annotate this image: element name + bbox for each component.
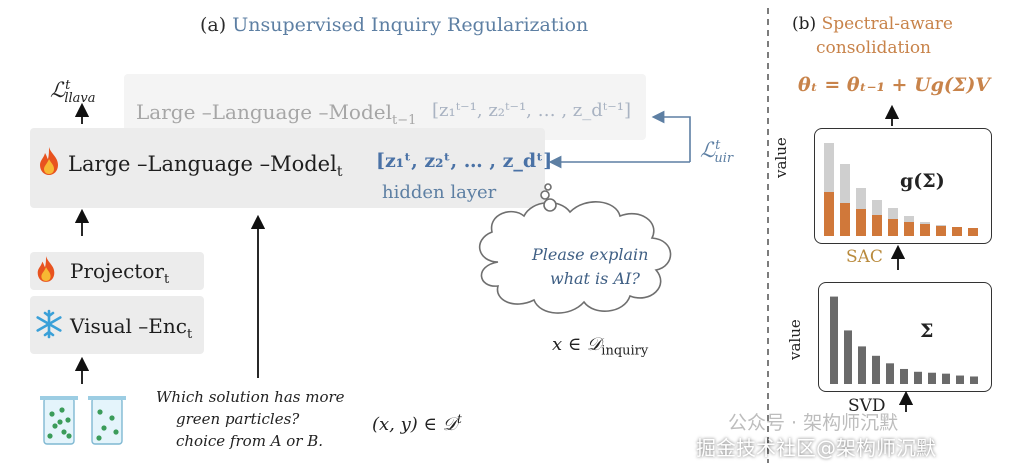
question-line1: Which solution has more	[156, 388, 345, 406]
task-dataset-label: (x, y) ∈ 𝒟t	[372, 412, 462, 435]
fire-icon	[37, 256, 55, 282]
beaker-b-icon	[88, 396, 126, 445]
visual-encoder-label: Visual –Enct	[70, 314, 193, 342]
sigma-bar	[872, 355, 880, 384]
llm-prev-vector: [z₁ᵗ⁻¹, z₂ᵗ⁻¹, … , z_dᵗ⁻¹]	[432, 100, 631, 121]
svd-label: SVD	[848, 396, 886, 416]
snowflake-icon	[36, 309, 62, 339]
watermark-line2: 掘金技术社区@架构师沉默	[696, 436, 936, 460]
llm-current-box	[30, 128, 545, 208]
watermark-line1: 公众号 · 架构师沉默	[728, 412, 899, 434]
g-sigma-bar-orange	[904, 222, 914, 236]
hidden-layer-label: hidden layer	[382, 182, 497, 203]
g-sigma-bar-gray	[824, 143, 834, 236]
sigma-bar	[900, 368, 908, 384]
arrow-uir-to-prev	[651, 110, 691, 162]
loss-llava: ℒtllava	[50, 78, 96, 107]
g-sigma-bar-gray	[840, 164, 850, 236]
sigma-bar	[830, 296, 838, 384]
panel-b-title: (b) Spectral-aware consolidation	[792, 14, 953, 58]
cloud-text-line2: what is AI?	[550, 269, 640, 288]
sigma-bar	[928, 372, 936, 384]
sigma-bar	[886, 363, 894, 384]
sigma-bar-chart	[830, 296, 978, 384]
g-sigma-bar-chart	[824, 143, 978, 236]
sigma-bar	[914, 371, 922, 384]
sigma-bar	[970, 376, 978, 384]
sigma-label: Σ	[920, 320, 934, 342]
g-sigma-bar-orange	[920, 224, 930, 236]
sigma-bar	[858, 346, 866, 384]
g-sigma-label: g(Σ)	[900, 170, 945, 192]
g-sigma-bar-orange	[824, 192, 834, 236]
projector-box	[30, 252, 204, 290]
llm-current-label: Large –Language –Modelt	[68, 152, 343, 181]
cloud-text-line1: Please explain	[532, 245, 649, 264]
question-line3: choice from A or B.	[176, 432, 324, 450]
g-sigma-bar-orange	[952, 227, 962, 236]
sac-label: SAC	[846, 247, 883, 267]
beaker-a-icon	[40, 396, 78, 445]
g-sigma-bar-orange	[968, 228, 978, 236]
question-line2: green particles?	[176, 410, 300, 428]
loss-uir: ℒtuir	[700, 138, 734, 167]
fire-icon	[40, 147, 58, 175]
llm-prev-label: Large –Language –Modelt−1	[136, 100, 417, 128]
g-sigma-bar-orange	[872, 215, 882, 236]
g-sigma-bar-orange	[888, 219, 898, 236]
panel-b-arrows	[884, 104, 914, 412]
panel-a-arrows	[40, 102, 691, 445]
sigma-bar	[942, 373, 950, 384]
panel-a-title: (a) Unsupervised Inquiry Regularization	[200, 14, 589, 36]
visual-encoder-box	[30, 296, 204, 354]
llm-current-vector: [z₁ᵗ, z₂ᵗ, … , z_dᵗ]	[376, 150, 553, 172]
thought-cloud	[478, 183, 672, 314]
sigma-bar	[844, 330, 852, 384]
panel-divider	[767, 8, 769, 463]
sigma-bar	[956, 375, 964, 384]
g-sigma-bar-orange	[840, 203, 850, 236]
g-sigma-bar-orange	[936, 226, 946, 236]
projector-label: Projectort	[70, 259, 170, 287]
update-formula: θₜ = θₜ₋₁ + Ug(Σ)V	[798, 74, 991, 96]
inquiry-dataset-label: x ∈ 𝒟inquiry	[552, 334, 649, 359]
g-sigma-bar-orange	[856, 209, 866, 236]
